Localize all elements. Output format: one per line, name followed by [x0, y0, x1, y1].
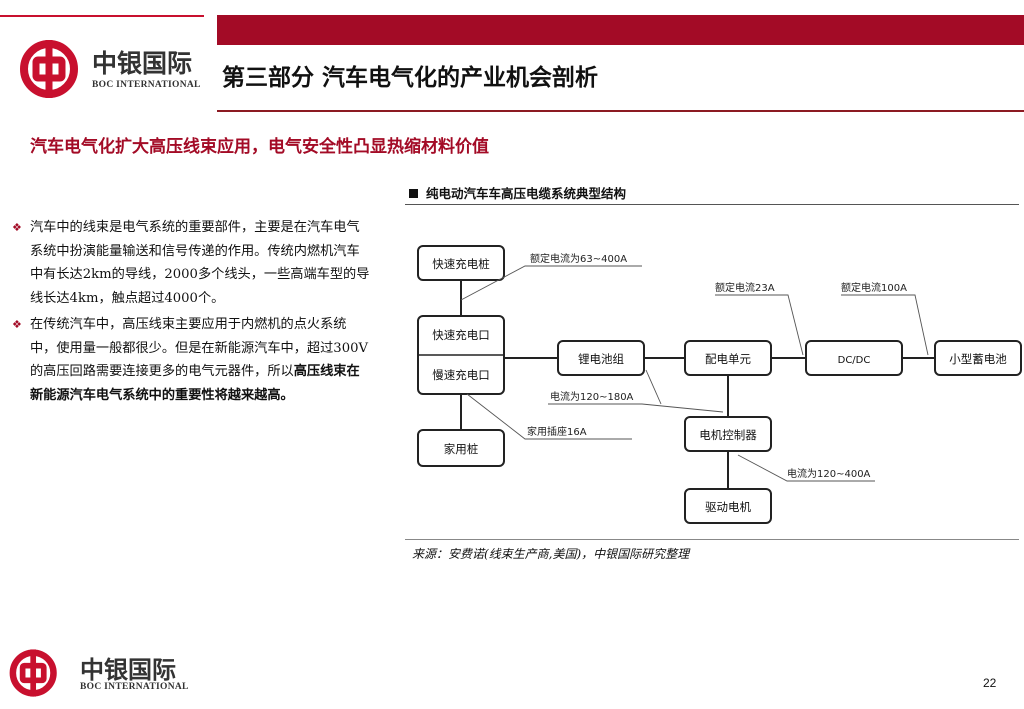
bullet-item: ❖ 汽车中的线束是电气系统的重要部件，主要是在汽车电气系统中扮演能量输送和信号传… — [10, 216, 370, 310]
node-label: 快速充电桩 — [432, 257, 490, 271]
header-accent-bar — [217, 15, 1024, 45]
node-label: 配电单元 — [705, 352, 751, 366]
figure-source: 来源：安费诺(线束生产商,美国)，中银国际研究整理 — [412, 547, 690, 561]
figure-top-rule — [405, 204, 1019, 205]
brand-name-cn: 中银国际 — [92, 49, 193, 78]
page-subtitle: 汽车电气化扩大高压线束应用，电气安全性凸显热缩材料价值 — [30, 137, 489, 157]
node-label: 电机控制器 — [699, 428, 757, 442]
header-divider — [217, 110, 1024, 112]
boc-logo-icon — [9, 649, 57, 697]
brand-name-en: BOC INTERNATIONAL — [80, 682, 189, 692]
callout-label: 额定电流为63~400A — [530, 252, 627, 265]
brand-logo-bottom: 中银国际 BOC INTERNATIONAL — [8, 647, 198, 699]
figure-bottom-rule — [405, 539, 1019, 540]
node-label: 驱动电机 — [705, 500, 751, 514]
bullet-item: ❖ 在传统汽车中，高压线束主要应用于内燃机的点火系统中，使用量一般都很少。但是在… — [10, 313, 370, 407]
brand-name-en: BOC INTERNATIONAL — [92, 80, 201, 90]
boc-logo-icon — [20, 40, 78, 98]
callout-label: 额定电流23A — [715, 281, 775, 294]
diamond-bullet-icon: ❖ — [12, 318, 22, 331]
page-number: 22 — [983, 676, 997, 690]
callout-label: 电流为120~180A — [550, 390, 634, 403]
diamond-bullet-icon: ❖ — [12, 221, 22, 234]
header-accent-line — [0, 15, 204, 17]
node-label: 家用桩 — [444, 442, 479, 456]
callout-label: 额定电流100A — [841, 281, 907, 294]
bullet-list: ❖ 汽车中的线束是电气系统的重要部件，主要是在汽车电气系统中扮演能量输送和信号传… — [10, 216, 370, 410]
node-label: 快速充电口 — [432, 328, 490, 342]
brand-logo-top: 中银国际 BOC INTERNATIONAL — [18, 38, 208, 100]
hv-cable-diagram: 快速充电桩 快速充电口 慢速充电口 家用桩 锂电池组 配电单元 DC/DC 小型… — [417, 245, 1022, 524]
page-title: 第三部分 汽车电气化的产业机会剖析 — [222, 64, 599, 91]
callout-label: 家用插座16A — [527, 425, 587, 438]
bullet-text-bold: 高压线束在新能源汽车电气系统中的重要性将越来越高。 — [30, 364, 360, 403]
bullet-text: 汽车中的线束是电气系统的重要部件，主要是在汽车电气系统中扮演能量输送和信号传递的… — [30, 220, 370, 306]
figure-title-text: 纯电动汽车车高压电缆系统典型结构 — [426, 186, 627, 201]
node-label: 锂电池组 — [578, 352, 624, 366]
figure-title: 纯电动汽车车高压电缆系统典型结构 — [409, 183, 626, 202]
brand-name-cn: 中银国际 — [80, 655, 176, 684]
node-label: DC/DC — [838, 355, 871, 366]
node-label: 小型蓄电池 — [949, 352, 1007, 366]
node-label: 慢速充电口 — [432, 368, 490, 382]
callout-label: 电流为120~400A — [787, 467, 871, 480]
square-bullet-icon — [409, 189, 418, 198]
bullet-text: 在传统汽车中，高压线束主要应用于内燃机的点火系统中，使用量一般都很少。但是在新能… — [30, 317, 369, 379]
